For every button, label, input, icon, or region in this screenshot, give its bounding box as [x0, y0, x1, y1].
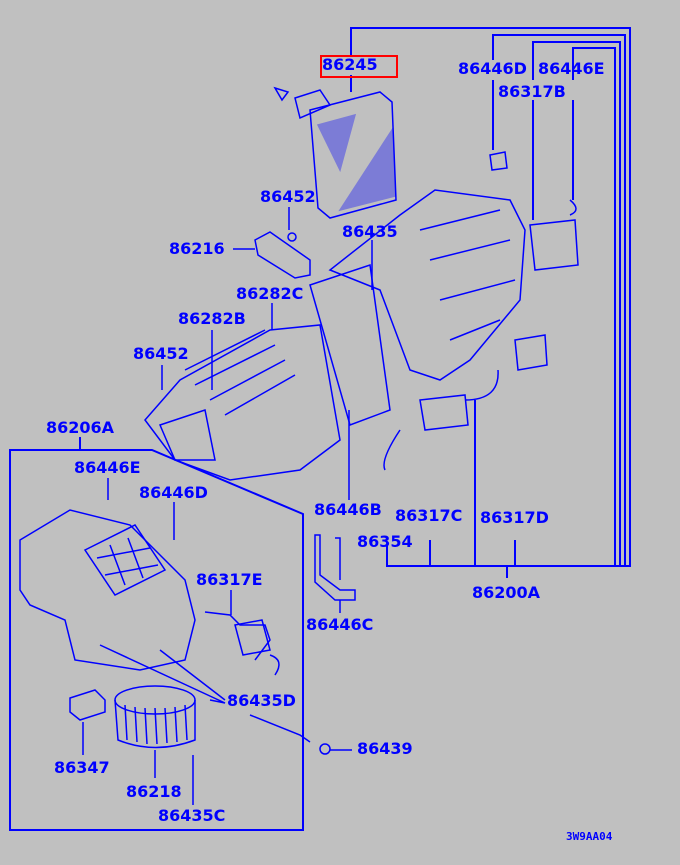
part-label-86347[interactable]: 86347: [54, 758, 110, 777]
part-label-86200A[interactable]: 86200A: [472, 583, 541, 602]
part-label-86446C[interactable]: 86446C: [306, 615, 374, 634]
part-label-86216[interactable]: 86216: [169, 239, 225, 258]
part-label-86206A[interactable]: 86206A: [46, 418, 115, 437]
part-label-86317E[interactable]: 86317E: [196, 570, 263, 589]
blower-fan-drawing: [114, 685, 196, 749]
heater-housing-drawing: [309, 151, 579, 426]
part-label-86446D-left[interactable]: 86446D: [139, 483, 208, 502]
resistor-drawing: [69, 689, 106, 721]
harness-d-drawing: [383, 369, 499, 471]
part-label-86282B[interactable]: 86282B: [178, 309, 246, 328]
part-label-86452-top[interactable]: 86452: [260, 187, 316, 206]
part-label-86435D[interactable]: 86435D: [227, 691, 296, 710]
part-label-86446E-left[interactable]: 86446E: [74, 458, 141, 477]
part-label-86439[interactable]: 86439: [357, 739, 413, 758]
part-label-86245[interactable]: 86245: [322, 55, 378, 74]
bracket-drawing: [254, 231, 311, 279]
part-label-86446D-top[interactable]: 86446D: [458, 59, 527, 78]
part-label-86282C[interactable]: 86282C: [236, 284, 304, 303]
part-label-86452-left[interactable]: 86452: [133, 344, 189, 363]
bracket-c-drawing: [314, 534, 356, 601]
highlight-box: [320, 55, 398, 78]
part-label-86317B[interactable]: 86317B: [498, 82, 566, 101]
blower-case-drawing: [19, 509, 196, 671]
harness-drawing: [204, 611, 280, 676]
duct-drawing: [144, 324, 341, 481]
leader-lines-top: [350, 27, 631, 578]
part-label-86317D[interactable]: 86317D: [480, 508, 549, 527]
drawing-code: 3W9AA04: [566, 830, 613, 843]
leader-lines-misc: [82, 207, 373, 805]
part-label-86435[interactable]: 86435: [342, 222, 398, 241]
part-label-86435C[interactable]: 86435C: [158, 806, 226, 825]
heater-core-drawing: [273, 86, 397, 219]
part-label-86218[interactable]: 86218: [126, 782, 182, 801]
part-label-86446E-top[interactable]: 86446E: [538, 59, 605, 78]
part-label-86317C[interactable]: 86317C: [395, 506, 463, 525]
part-label-86446B[interactable]: 86446B: [314, 500, 382, 519]
part-label-86354[interactable]: 86354: [357, 532, 413, 551]
